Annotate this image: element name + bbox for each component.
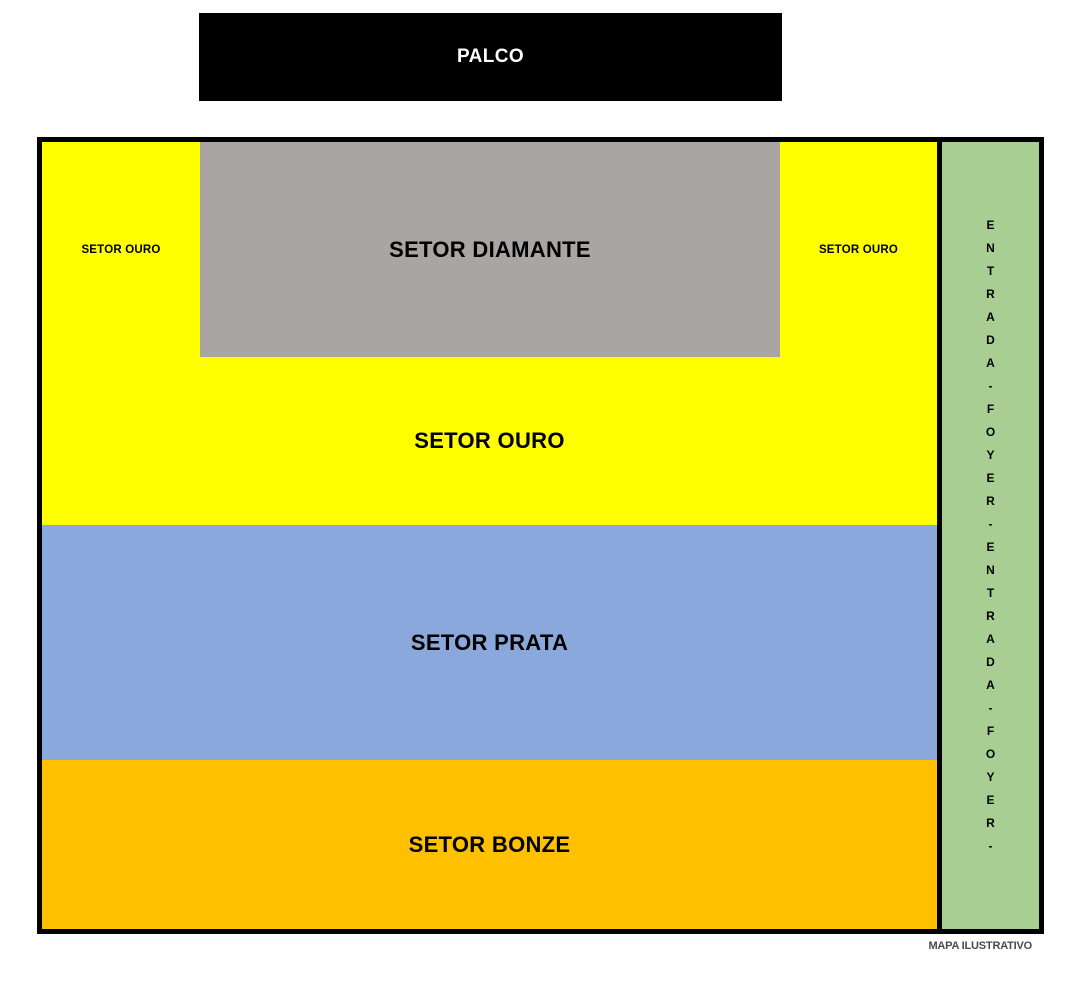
foyer-letter: A xyxy=(986,355,995,370)
foyer-letter: D xyxy=(986,654,995,669)
foyer-letter: R xyxy=(986,493,995,508)
foyer-letter: Y xyxy=(986,447,995,462)
foyer-letter: E xyxy=(986,470,995,485)
map-inner: SETOR OURO SETOR DIAMANTE SETOR OURO SET… xyxy=(42,142,1039,929)
foyer-letter: F xyxy=(986,723,995,738)
foyer-letter: A xyxy=(986,677,995,692)
venue-seating-map: SETOR OURO SETOR DIAMANTE SETOR OURO SET… xyxy=(37,137,1044,934)
foyer-letter: F xyxy=(986,401,995,416)
foyer-letter: Y xyxy=(986,769,995,784)
stage-label: PALCO xyxy=(456,46,525,67)
foyer-letter: R xyxy=(986,815,995,830)
foyer-letter: O xyxy=(985,746,996,761)
sector-diamante-label: SETOR DIAMANTE xyxy=(389,236,591,262)
sector-ouro-main-label: SETOR OURO xyxy=(414,428,565,453)
foyer-letter: T xyxy=(986,585,995,600)
foyer-letter: A xyxy=(986,631,995,646)
top-sector-row: SETOR OURO SETOR DIAMANTE SETOR OURO xyxy=(42,142,937,357)
foyer-letter: A xyxy=(986,309,995,324)
sector-ouro-right[interactable]: SETOR OURO xyxy=(780,142,937,357)
foyer-letter: R xyxy=(986,286,995,301)
foyer-letter: N xyxy=(986,562,995,577)
sector-bonze-label: SETOR BONZE xyxy=(408,831,571,857)
stage-banner: PALCO xyxy=(199,13,782,101)
foyer-letter: O xyxy=(985,424,996,439)
sector-prata-label: SETOR PRATA xyxy=(410,629,569,655)
foyer-letter: - xyxy=(988,378,993,393)
sector-bonze[interactable]: SETOR BONZE xyxy=(42,760,937,929)
map-caption: MAPA ILUSTRATIVO xyxy=(928,940,1032,952)
sector-prata[interactable]: SETOR PRATA xyxy=(42,525,937,760)
foyer-letter: - xyxy=(988,700,993,715)
foyer-letter: T xyxy=(986,263,995,278)
sector-ouro-right-label: SETOR OURO xyxy=(818,243,899,256)
foyer-letter: E xyxy=(986,539,995,554)
foyer-letter: - xyxy=(988,838,993,853)
foyer-letter: N xyxy=(986,240,995,255)
foyer-letter: E xyxy=(986,792,995,807)
sector-ouro-left-label: SETOR OURO xyxy=(81,243,161,256)
seating-area: SETOR OURO SETOR DIAMANTE SETOR OURO SET… xyxy=(42,142,937,929)
foyer-letter: D xyxy=(986,332,995,347)
foyer-letter: E xyxy=(986,217,995,232)
foyer-letter: R xyxy=(986,608,995,623)
sector-ouro-left[interactable]: SETOR OURO xyxy=(42,142,200,357)
sector-diamante[interactable]: SETOR DIAMANTE xyxy=(200,142,780,357)
sector-ouro-main[interactable]: SETOR OURO xyxy=(42,357,937,525)
foyer-letter: - xyxy=(988,516,993,531)
